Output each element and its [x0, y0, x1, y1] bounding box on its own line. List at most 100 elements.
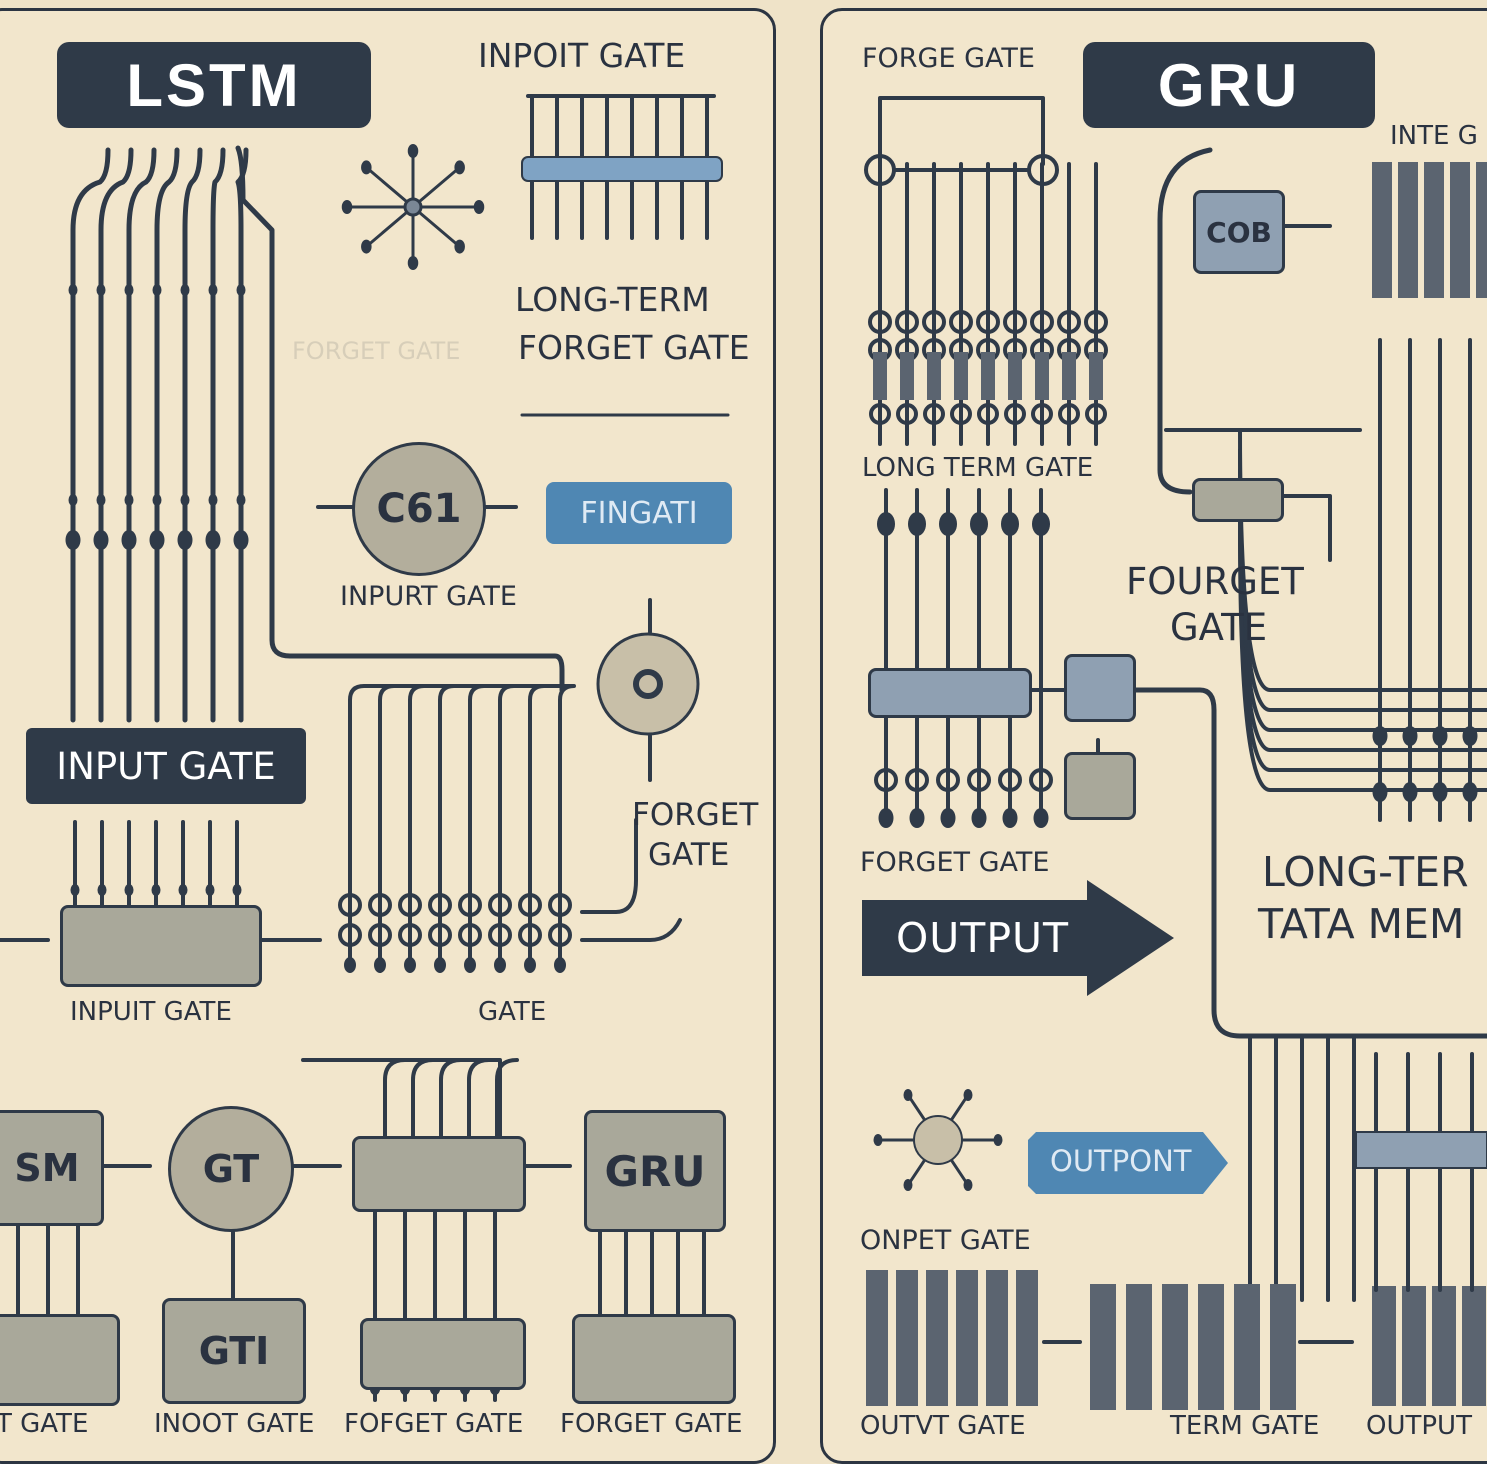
- hub-node: [454, 239, 465, 254]
- gru-bottom-hatch: [866, 1270, 888, 1406]
- bundle-node: [149, 530, 165, 550]
- bundle-node: [124, 494, 134, 506]
- hub-node: [361, 160, 372, 175]
- gru-bottom-hatch: [896, 1270, 918, 1406]
- fingati-tag: FINGATI: [546, 482, 732, 544]
- bundle-node: [93, 530, 109, 550]
- harness-ring: [338, 893, 362, 917]
- input-comb-node: [232, 884, 242, 896]
- bundle-node: [68, 284, 78, 296]
- bundle-wire: [98, 147, 134, 723]
- gru-hub-node: [993, 1134, 1003, 1146]
- gru-ring: [949, 310, 973, 334]
- bundle-node: [208, 494, 218, 506]
- harness-ring: [518, 923, 542, 947]
- gru-long-wire: [1157, 147, 1213, 495]
- bundle-node: [68, 494, 78, 506]
- bundle-node: [152, 494, 162, 506]
- gru-bottom-hatch: [1432, 1286, 1456, 1406]
- bundle-node: [124, 284, 134, 296]
- gru-bottom-hatch: [1126, 1284, 1152, 1410]
- harness-node: [344, 957, 356, 973]
- bus-wire: [235, 145, 565, 693]
- harness-node: [494, 957, 506, 973]
- dial-center: [633, 669, 663, 699]
- gru-hatch: [1035, 352, 1049, 400]
- lstm-bottom-label-3: FORGET GATE: [560, 1409, 743, 1439]
- bundle-node: [96, 284, 106, 296]
- cob-box: COB: [1193, 190, 1285, 274]
- harness-out-wire: [580, 918, 682, 942]
- forget-gate-side-label-2: GATE: [648, 837, 730, 873]
- gru-mid-ring: [905, 768, 929, 792]
- gru-hatch: [873, 352, 887, 400]
- bottom-circle-gt: GT: [168, 1106, 294, 1232]
- harness-ring: [368, 923, 392, 947]
- harness-wire: [528, 684, 564, 970]
- hub-node: [361, 239, 372, 254]
- gru-mid-ring: [967, 768, 991, 792]
- gru-memory-frame: [1127, 687, 1487, 1039]
- gru-ring: [923, 403, 945, 425]
- gru-mid-node: [971, 808, 987, 828]
- bundle-node: [65, 530, 81, 550]
- output-arrow-label: OUTPUT: [896, 914, 1070, 962]
- gru-hatch: [981, 352, 995, 400]
- gru-ring: [1031, 403, 1053, 425]
- harness-node: [554, 957, 566, 973]
- gru-hub-node: [963, 1088, 973, 1101]
- harness-ring: [518, 893, 542, 917]
- gru-ring: [868, 310, 892, 334]
- input-comb-node: [178, 884, 188, 896]
- bundle-node: [180, 494, 190, 506]
- bundle-node: [152, 284, 162, 296]
- gru-right-node: [1402, 726, 1418, 746]
- hub-node: [407, 256, 419, 270]
- bottom-feed-wire: [467, 1058, 491, 1138]
- gru-top-loop: [878, 96, 1045, 166]
- bundle-wire: [182, 147, 203, 723]
- harness-ring: [338, 923, 362, 947]
- harness-ring: [488, 893, 512, 917]
- gru-ring: [977, 403, 999, 425]
- harness-wire: [378, 684, 564, 970]
- gru-mid-node: [877, 512, 895, 536]
- bundle-wire: [70, 147, 111, 723]
- lstm-unit-circle: C61: [352, 442, 486, 576]
- gru-top-hatch: [1424, 162, 1444, 298]
- hub-node: [407, 144, 419, 158]
- outpont-label: OUTPONT: [1050, 1144, 1192, 1178]
- lstm-bottom-label-0: T GATE: [0, 1409, 89, 1439]
- hub-center: [403, 197, 423, 217]
- gru-right-curve: [1238, 528, 1487, 792]
- bottom-feed-bus: [301, 1058, 502, 1138]
- gru-bar-wire: [1276, 494, 1332, 562]
- gru-ring: [869, 403, 891, 425]
- gru-small-box-2: [1064, 752, 1136, 820]
- hub-spoke: [411, 205, 462, 249]
- long-term-mem-label-2: TATA MEM: [1258, 900, 1465, 948]
- gru-hatch: [900, 352, 914, 400]
- harness-out-wire: [580, 818, 638, 914]
- gru-bottom-hatch: [1462, 1286, 1486, 1406]
- gru-bottom-hatch: [956, 1270, 978, 1406]
- gru-ring: [1003, 310, 1027, 334]
- bottom-feed-wire: [383, 1058, 407, 1138]
- bottom-box-sm: SM: [0, 1110, 104, 1226]
- bundle-node: [121, 530, 137, 550]
- gru-title: GRU: [1083, 42, 1375, 128]
- hub-spoke: [411, 165, 462, 209]
- forget-gate-label: FORGET GATE: [860, 847, 1050, 878]
- inpoit-gate-label: INPOIT GATE: [478, 36, 686, 75]
- gru-hub-center: [913, 1115, 963, 1165]
- gru-mid-node: [939, 512, 957, 536]
- gru-bottom-hatch: [926, 1270, 948, 1406]
- bottom-mid-block: [360, 1318, 526, 1390]
- bottom-box-gti: GTI: [162, 1298, 306, 1404]
- harness-ring: [428, 923, 452, 947]
- gru-bottom-label-2: OUTPUT: [1366, 1411, 1472, 1441]
- fourget-label-2: GATE: [1170, 606, 1268, 649]
- harness-wire: [468, 684, 564, 970]
- gru-mid-node: [1001, 512, 1019, 536]
